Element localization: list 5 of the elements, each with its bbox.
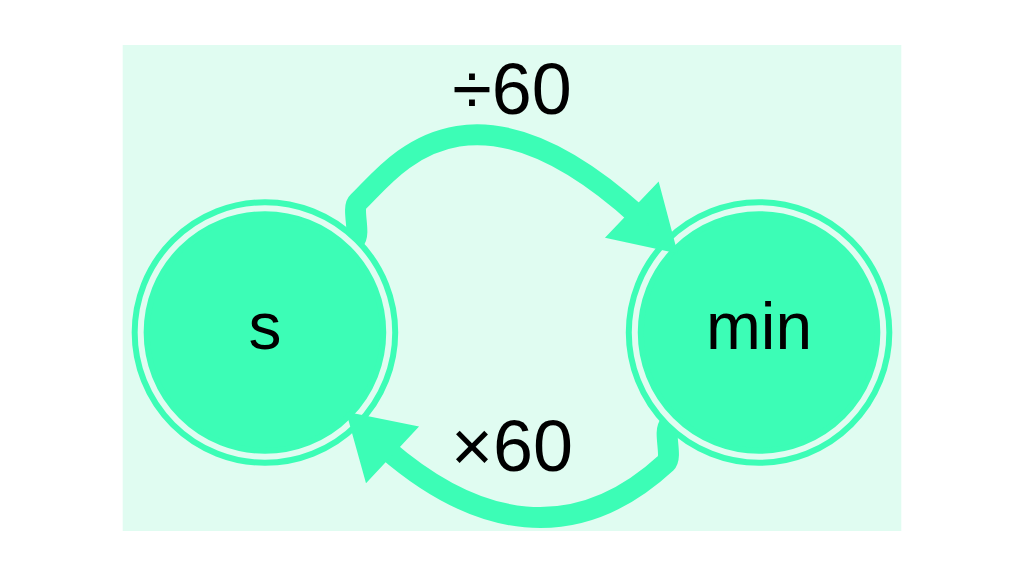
node-circle: s	[131, 199, 399, 466]
arrow	[345, 124, 678, 254]
edge-label: ÷60	[452, 49, 572, 130]
edge-label: ×60	[451, 405, 573, 486]
node-circle: min	[625, 199, 893, 466]
